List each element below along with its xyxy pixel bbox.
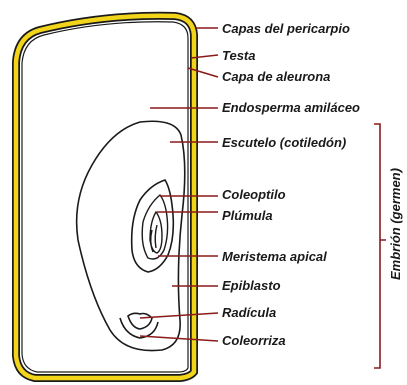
coleoptile-inner xyxy=(142,195,167,259)
label-pericarp: Capas del pericarpio xyxy=(222,21,350,36)
leader-coleorhiza xyxy=(140,336,218,341)
label-testa: Testa xyxy=(222,48,255,63)
label-coleoptile: Coleoptilo xyxy=(222,187,286,202)
seed-outer-wall xyxy=(16,16,194,378)
label-embryo-group: Embrión (germen) xyxy=(388,168,403,280)
label-radicle: Radícula xyxy=(222,305,276,320)
coleorhiza xyxy=(120,318,158,338)
label-plumule: Plúmula xyxy=(222,208,273,223)
label-coleorhiza: Coleorriza xyxy=(222,333,286,348)
label-epiblast: Epiblasto xyxy=(222,278,281,293)
label-endosperm: Endosperma amiláceo xyxy=(222,100,360,115)
pericarp-layer xyxy=(16,16,194,378)
label-scutellum: Escutelo (cotiledón) xyxy=(222,135,346,150)
plumule xyxy=(150,212,162,253)
embryo-bracket xyxy=(374,124,386,368)
radicle xyxy=(128,313,152,329)
label-aleurone: Capa de aleurona xyxy=(222,69,330,84)
label-apical-meristem: Meristema apical xyxy=(222,249,327,264)
